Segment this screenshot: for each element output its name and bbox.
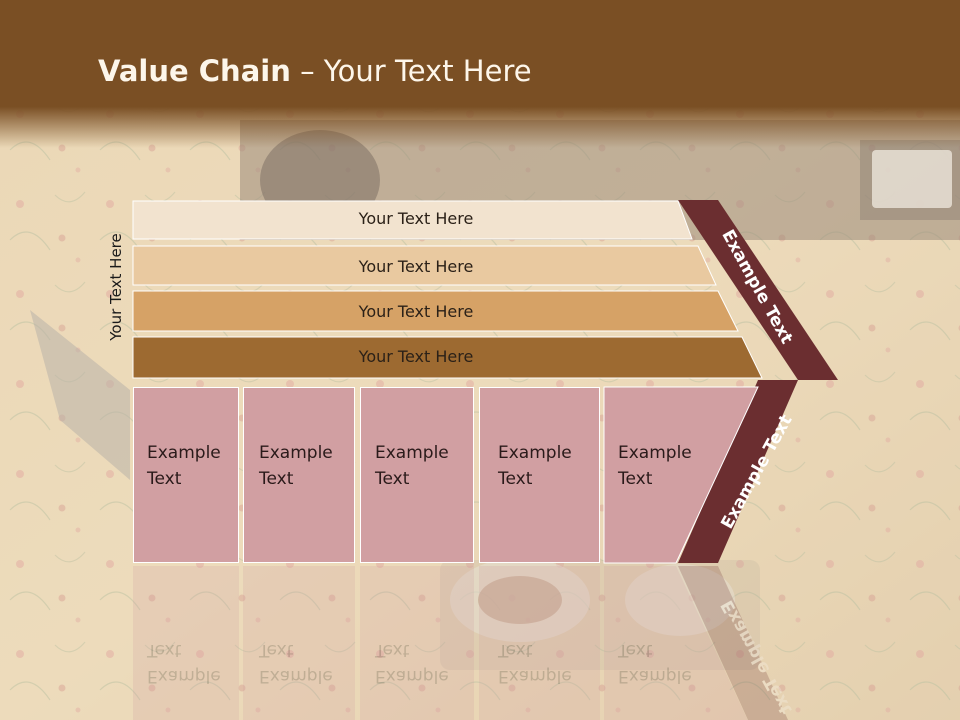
box-4 bbox=[479, 387, 600, 563]
box-1 bbox=[133, 387, 239, 563]
side-label: Your Text Here bbox=[107, 233, 125, 341]
box-5-shape bbox=[603, 386, 759, 564]
row-label-3: Your Text Here bbox=[358, 302, 474, 321]
row-bar-1 bbox=[132, 200, 693, 240]
chevron-upper bbox=[678, 200, 838, 380]
row-label-4: Your Text Here bbox=[358, 347, 474, 366]
box-2 bbox=[243, 387, 355, 563]
row-label-2: Your Text Here bbox=[358, 257, 474, 276]
box-3 bbox=[360, 387, 474, 563]
row-label-1: Your Text Here bbox=[358, 209, 474, 228]
chevron-lower bbox=[678, 380, 798, 563]
row-bar-4 bbox=[132, 336, 763, 379]
slide-title: Value Chain – Your Text Here bbox=[98, 54, 532, 88]
row-bar-3 bbox=[132, 290, 739, 332]
row-bar-2 bbox=[132, 245, 717, 286]
